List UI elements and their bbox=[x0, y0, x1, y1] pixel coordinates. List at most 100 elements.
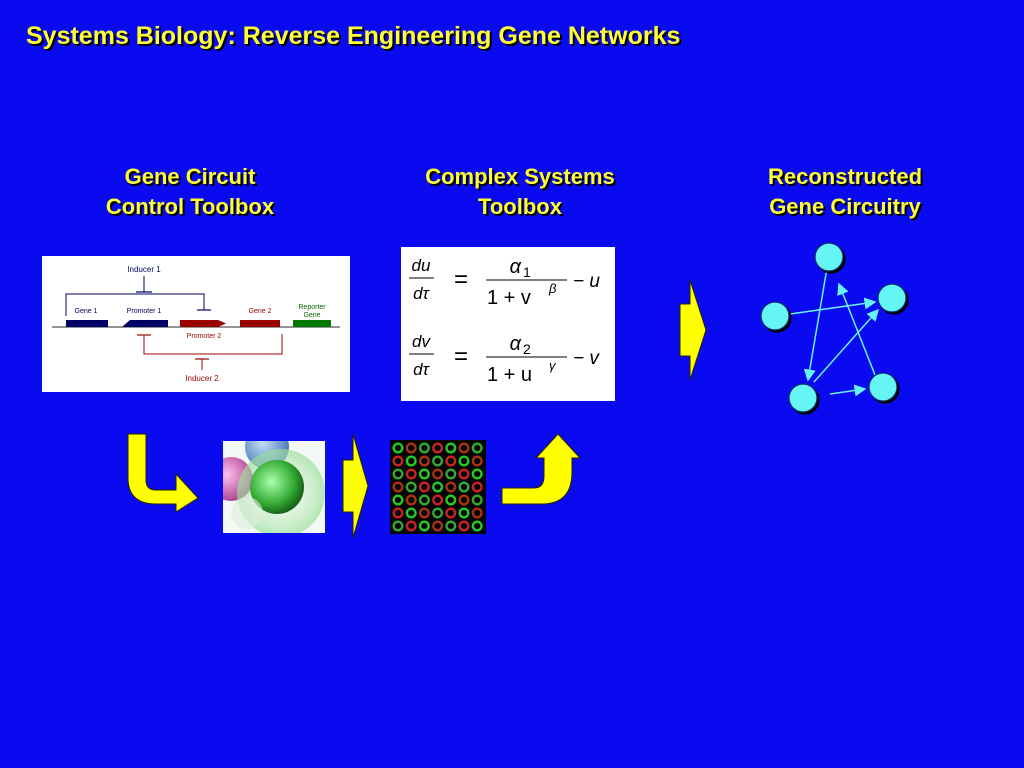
microarray-spot bbox=[392, 442, 404, 454]
network-edge bbox=[829, 384, 867, 397]
microarray-spot bbox=[432, 468, 444, 480]
cells-svg bbox=[223, 441, 325, 533]
heading-complex-systems-line2: Toolbox bbox=[478, 194, 562, 219]
microarray-spot bbox=[418, 481, 430, 493]
microarray-spot bbox=[418, 442, 430, 454]
microarray-spot bbox=[392, 494, 404, 506]
gene-circuit-svg: Inducer 1 Gene 1 Promoter 1 Gene 2 Repor… bbox=[52, 265, 340, 383]
eq2-lhs-num: dv bbox=[412, 332, 431, 351]
microarray-spot bbox=[418, 455, 430, 467]
microarray-spot bbox=[458, 481, 470, 493]
eq1-alpha-sub: 1 bbox=[523, 264, 531, 280]
microarray-spot bbox=[445, 481, 457, 493]
microarray-spot bbox=[445, 507, 457, 519]
promoter1-label: Promoter 1 bbox=[127, 308, 162, 315]
promoter2-label: Promoter 2 bbox=[187, 333, 222, 340]
network-edge bbox=[813, 308, 879, 383]
network-edge bbox=[803, 267, 828, 382]
equations-panel: du dτ = α 1 1 + v β − u dv dτ = α 2 1 + … bbox=[401, 247, 615, 401]
eq1-lhs-num: du bbox=[412, 256, 431, 275]
gene1-label: Gene 1 bbox=[75, 308, 98, 315]
arrow-right-small-icon bbox=[342, 433, 369, 539]
network-node-right bbox=[877, 283, 907, 313]
heading-reconstructed-line2: Gene Circuitry bbox=[769, 194, 921, 219]
microarray-spot bbox=[445, 442, 457, 454]
microarray-spot bbox=[405, 455, 417, 467]
microarray-spot bbox=[432, 481, 444, 493]
eq2-equals: = bbox=[454, 343, 468, 370]
microarray-spot bbox=[458, 442, 470, 454]
microarray-spot bbox=[471, 442, 483, 454]
slide-title: Systems Biology: Reverse Engineering Gen… bbox=[26, 22, 681, 50]
arrow-right-icon bbox=[679, 279, 707, 381]
microarray-spot bbox=[392, 468, 404, 480]
microarray-spot bbox=[405, 494, 417, 506]
microarray-spot bbox=[392, 520, 404, 532]
eq2-den: 1 + u bbox=[487, 364, 532, 386]
gene2-label: Gene 2 bbox=[249, 308, 272, 315]
microarray-spot bbox=[471, 455, 483, 467]
microarray-spot bbox=[405, 442, 417, 454]
eq1-den: 1 + v bbox=[487, 287, 531, 309]
microarray-spot bbox=[458, 468, 470, 480]
reconstructed-network bbox=[760, 242, 907, 413]
microarray-spot bbox=[445, 468, 457, 480]
inducer1-label: Inducer 1 bbox=[127, 265, 161, 274]
microarray-spot bbox=[405, 507, 417, 519]
reporter-label-line1: Reporter bbox=[298, 304, 326, 311]
inducer2-label: Inducer 2 bbox=[185, 374, 219, 383]
eq1-alpha: α bbox=[510, 256, 522, 278]
promoter1-block bbox=[122, 320, 168, 327]
microarray-spot bbox=[458, 520, 470, 532]
microarray-spot bbox=[418, 507, 430, 519]
equations-svg: du dτ = α 1 1 + v β − u dv dτ = α 2 1 + … bbox=[409, 256, 600, 386]
eq1-den-sup: β bbox=[548, 281, 557, 296]
network-node-bottom-right bbox=[868, 372, 898, 402]
network-node-left bbox=[760, 301, 790, 331]
network-edge bbox=[789, 297, 877, 315]
heading-complex-systems: Complex Systems Toolbox bbox=[390, 162, 650, 222]
eq1-equals: = bbox=[454, 266, 468, 293]
gene2-block bbox=[240, 320, 280, 327]
reporter-label-line2: Gene bbox=[303, 312, 320, 319]
microarray-spot bbox=[445, 520, 457, 532]
microarray-spot bbox=[405, 481, 417, 493]
microarray-spot bbox=[432, 520, 444, 532]
eq1-tail: − u bbox=[573, 271, 600, 292]
heading-gene-circuit-line1: Gene Circuit bbox=[124, 164, 256, 189]
microarray-spot bbox=[432, 442, 444, 454]
network-node-bottom-left bbox=[788, 383, 818, 413]
eq2-alpha-sub: 2 bbox=[523, 341, 531, 357]
eq1-lhs-den: dτ bbox=[413, 284, 430, 303]
microarray-spot bbox=[432, 507, 444, 519]
gene1-block bbox=[66, 320, 108, 327]
reporter-block bbox=[293, 320, 331, 327]
microarray-spot bbox=[418, 494, 430, 506]
microarray-spot bbox=[458, 507, 470, 519]
microarray-image bbox=[390, 440, 486, 534]
heading-reconstructed: Reconstructed Gene Circuitry bbox=[715, 162, 975, 222]
heading-gene-circuit: Gene Circuit Control Toolbox bbox=[60, 162, 320, 222]
heading-reconstructed-line1: Reconstructed bbox=[767, 164, 923, 189]
microarray-spot bbox=[405, 468, 417, 480]
microarray-svg bbox=[392, 442, 483, 532]
curved-arrow-down-right-icon bbox=[127, 433, 199, 513]
eq2-den-sup: γ bbox=[549, 358, 557, 373]
microarray-spot bbox=[392, 455, 404, 467]
heading-complex-systems-line1: Complex Systems bbox=[425, 164, 615, 189]
microarray-spot bbox=[392, 507, 404, 519]
eq2-alpha: α bbox=[510, 333, 522, 355]
microarray-spot bbox=[445, 494, 457, 506]
microarray-spot bbox=[471, 520, 483, 532]
microarray-spot bbox=[432, 455, 444, 467]
microarray-spot bbox=[392, 481, 404, 493]
network-edge bbox=[837, 282, 876, 376]
microarray-spot bbox=[405, 520, 417, 532]
cells-image bbox=[223, 441, 325, 533]
eq2-lhs-den: dτ bbox=[413, 360, 430, 379]
microarray-spot bbox=[471, 494, 483, 506]
microarray-spot bbox=[445, 455, 457, 467]
promoter2-block bbox=[180, 320, 226, 327]
microarray-spot bbox=[471, 507, 483, 519]
microarray-spot bbox=[471, 481, 483, 493]
